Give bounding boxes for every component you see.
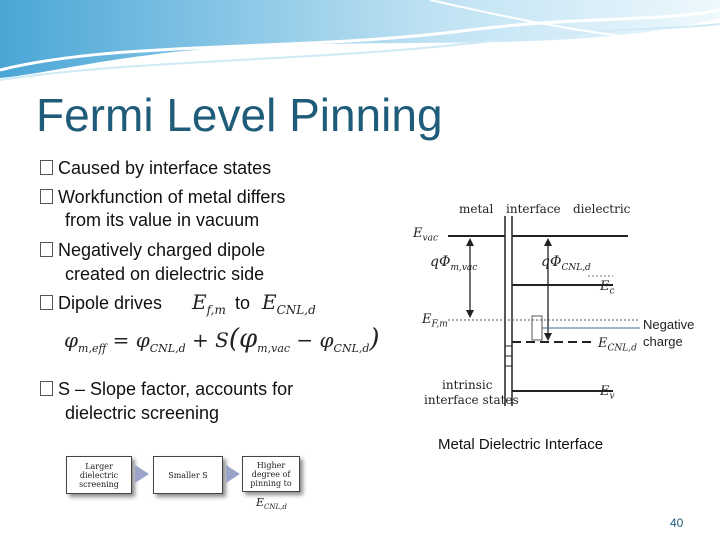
label-qphi-cnl: qΦCNL,d	[541, 254, 591, 273]
header-wave-decoration	[0, 0, 720, 81]
bullet-to-word: to	[235, 293, 251, 313]
page-number: 40	[670, 516, 684, 530]
bullet-continuation: dielectric screening	[65, 403, 220, 423]
label-intrinsic: intrinsic	[442, 378, 493, 392]
bullet-box-icon	[40, 160, 53, 175]
pinning-formula: φm,eff = φCNL,d + S(φm,vac − φCNL,d)	[64, 324, 380, 355]
bullet-item: Caused by interface states	[40, 157, 271, 179]
flow-arrow-icon	[135, 465, 149, 483]
label-ec: Ec	[600, 279, 615, 297]
bullet-item: Workfunction of metal differs	[40, 186, 285, 208]
label-metal: metal	[459, 202, 494, 216]
ecnl-symbol: ECNL,d	[262, 290, 316, 317]
bullet-continuation: from its value in vacuum	[65, 210, 260, 230]
diagram-caption: Metal Dielectric Interface	[438, 436, 604, 453]
band-diagram	[448, 216, 640, 406]
flow-box-larger-screening: Larger dielectric screening	[66, 456, 132, 494]
label-evac: Evac	[413, 226, 438, 244]
bullet-box-icon	[40, 242, 53, 257]
bullet-item: Negatively charged dipole	[40, 239, 265, 261]
bullet-box-icon	[40, 189, 53, 204]
bullet-box-icon	[40, 295, 53, 310]
label-efm: EF,m	[422, 312, 448, 330]
flow-arrow-icon	[226, 465, 240, 483]
label-qphi-m: qΦm,vac	[430, 254, 478, 273]
flow-box-higher-pinning: Higher degree of pinning to	[242, 456, 300, 492]
bullet-item: S – Slope factor, accounts for	[40, 378, 293, 400]
label-interface-states: interface states	[424, 393, 519, 407]
negative-charge-callout: Negative charge	[643, 317, 695, 349]
label-ecnl: ECNL,d	[598, 336, 637, 354]
efm-symbol: Ef,m	[192, 290, 226, 317]
flow-ecnl-symbol: ECNL,d	[256, 496, 287, 512]
bullet-item: Dipole drives	[40, 292, 162, 314]
label-interface: interface	[506, 202, 561, 216]
flow-box-smaller-s: Smaller S	[153, 456, 223, 494]
bullet-box-icon	[40, 381, 53, 396]
label-ev: Ev	[600, 384, 615, 402]
label-dielectric: dielectric	[573, 202, 631, 216]
bullet-continuation: created on dielectric side	[65, 264, 265, 284]
slide-title: Fermi Level Pinning	[36, 89, 443, 141]
